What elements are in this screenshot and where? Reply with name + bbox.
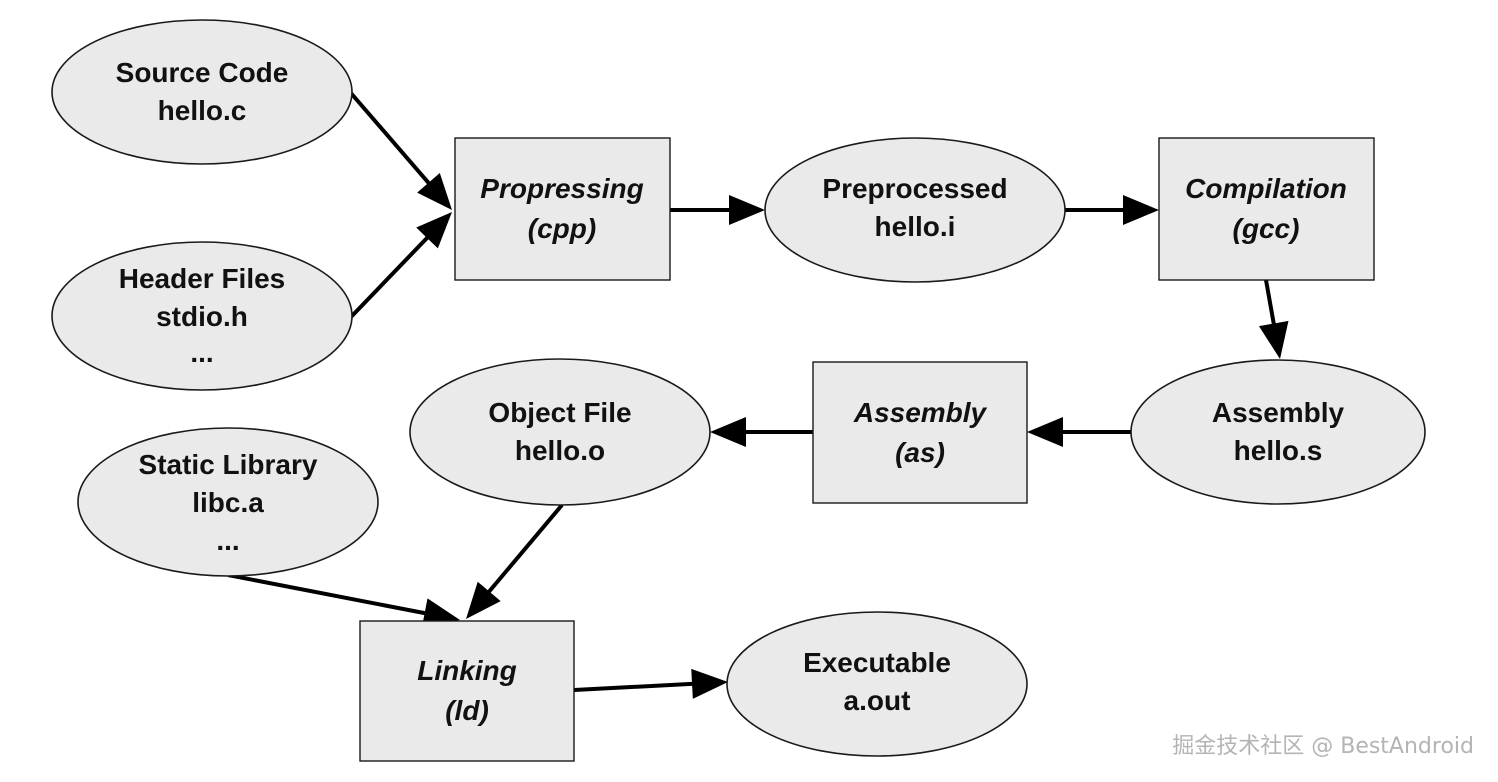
- edge-compilation-to-assembly-file: [1258, 279, 1289, 359]
- arrowhead-icon: [466, 581, 501, 619]
- node-assembly-step: Assembly (as): [812, 361, 1028, 504]
- node-linking: Linking (ld): [359, 620, 575, 762]
- edge-line: [348, 90, 432, 186]
- node-assembly-step-line1: Assembly: [853, 397, 988, 428]
- edge-source-code-to-preprocessing: [348, 90, 452, 210]
- edge-preprocessed-to-compilation: [1064, 195, 1159, 225]
- node-preprocessed: Preprocessed hello.i: [764, 137, 1066, 283]
- node-assembly-file-line1: Assembly: [1212, 397, 1345, 428]
- node-header-files: Header Files stdio.h ...: [51, 241, 353, 391]
- node-source-code-line1: Source Code: [116, 57, 289, 88]
- node-preprocessing-line1: Propressing: [480, 173, 643, 204]
- node-preprocessed-line1: Preprocessed: [822, 173, 1007, 204]
- node-executable: Executable a.out: [726, 611, 1028, 757]
- edge-assembly-step-to-object-file: [710, 417, 813, 447]
- node-preprocessed-line2: hello.i: [875, 211, 956, 242]
- edge-linking-to-executable: [573, 668, 728, 699]
- edge-line: [486, 503, 564, 595]
- node-executable-line2: a.out: [844, 685, 911, 716]
- node-source-code: Source Code hello.c: [51, 19, 353, 165]
- node-header-files-line2: stdio.h: [156, 301, 248, 332]
- arrowhead-icon: [729, 195, 765, 225]
- node-static-library-line3: ...: [216, 525, 239, 556]
- edge-static-library-to-linking: [227, 573, 460, 628]
- node-preprocessing: Propressing (cpp): [454, 137, 671, 281]
- watermark: 掘金技术社区 @ BestAndroid: [1172, 734, 1474, 759]
- arrowhead-icon: [710, 417, 746, 447]
- node-assembly-step-line2: (as): [895, 437, 945, 468]
- node-preprocessing-line2: (cpp): [528, 213, 596, 244]
- node-executable-line1: Executable: [803, 647, 951, 678]
- node-compilation: Compilation (gcc): [1158, 137, 1375, 281]
- edge-header-files-to-preprocessing: [348, 212, 452, 320]
- node-object-file-line2: hello.o: [515, 435, 605, 466]
- arrowhead-icon: [1123, 195, 1159, 225]
- node-compilation-line1: Compilation: [1185, 173, 1347, 204]
- edge-line: [227, 573, 428, 616]
- edge-preprocessing-to-preprocessed: [670, 195, 765, 225]
- node-compilation-line2: (gcc): [1233, 213, 1300, 244]
- arrowhead-icon: [417, 172, 452, 210]
- arrowhead-icon: [1027, 417, 1063, 447]
- arrowhead-icon: [691, 668, 728, 699]
- edge-object-file-to-linking: [466, 503, 564, 619]
- node-assembly-file-line2: hello.s: [1234, 435, 1323, 466]
- node-header-files-line1: Header Files: [119, 263, 286, 294]
- node-linking-line2: (ld): [445, 695, 489, 726]
- node-linking-line1: Linking: [417, 655, 517, 686]
- arrowhead-icon: [416, 212, 452, 249]
- edge-assembly-file-to-assembly-step: [1027, 417, 1131, 447]
- node-static-library-line2: libc.a: [192, 487, 264, 518]
- node-object-file: Object File hello.o: [409, 358, 711, 506]
- edge-layer: [227, 90, 1289, 699]
- edge-line: [1264, 279, 1277, 326]
- arrowhead-icon: [1258, 320, 1289, 359]
- edge-line: [573, 681, 695, 692]
- node-static-library: Static Library libc.a ...: [77, 427, 379, 577]
- node-static-library-line1: Static Library: [139, 449, 318, 480]
- node-assembly-file: Assembly hello.s: [1130, 359, 1426, 505]
- node-source-code-line2: hello.c: [158, 95, 247, 126]
- node-object-file-line1: Object File: [488, 397, 631, 428]
- edge-line: [348, 235, 430, 320]
- node-header-files-line3: ...: [190, 337, 213, 368]
